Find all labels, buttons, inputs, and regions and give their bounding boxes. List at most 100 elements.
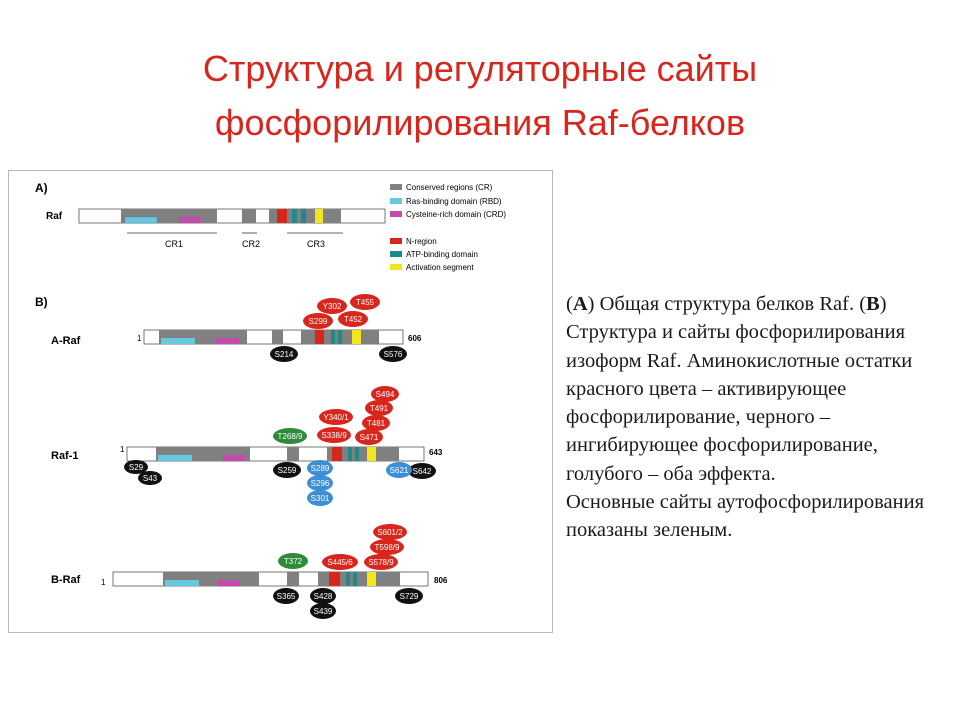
araf-site-s576: S576	[379, 346, 407, 362]
raf1-site-s29: S29	[124, 460, 148, 474]
svg-text:T455: T455	[356, 298, 375, 307]
braf-site-s428: S428	[310, 588, 336, 604]
svg-text:S576: S576	[384, 350, 403, 359]
caption-part-a: ) Общая структура белков Raf. (	[587, 293, 867, 315]
svg-text:S29: S29	[129, 463, 144, 472]
panel-a-label: A)	[35, 181, 48, 195]
svg-text:S301: S301	[311, 494, 330, 503]
raf1-site-s621: S621	[386, 462, 412, 478]
n-region	[277, 209, 287, 223]
raf1-site-s471: S471	[355, 429, 383, 445]
braf-site-s601: S601/2	[373, 524, 407, 540]
cr3-label: CR3	[307, 239, 325, 249]
svg-text:S439: S439	[314, 607, 333, 616]
braf-site-t598: T598/9	[370, 539, 404, 555]
svg-text:S214: S214	[275, 350, 294, 359]
raf1-site-s259: S259	[273, 462, 301, 478]
atp-binding-1	[292, 209, 297, 223]
svg-text:T452: T452	[344, 315, 363, 324]
raf1-site-s296: S296	[307, 475, 333, 491]
raf1-site-t268: T268/9	[273, 428, 307, 444]
activation-segment	[315, 209, 323, 223]
braf-rbd	[165, 580, 199, 586]
raf1-site-y340: Y340/1	[319, 409, 353, 425]
legend-swatch-atp	[390, 251, 402, 257]
svg-text:S601/2: S601/2	[377, 528, 403, 537]
braf-start: 1	[101, 578, 106, 587]
raf-diagram: A) Raf CR1 CR2 CR3 Conserved regions (CR…	[35, 181, 506, 619]
raf1-site-t481: T481	[362, 415, 390, 431]
svg-text:S259: S259	[278, 466, 297, 475]
raf1-site-s494: S494	[371, 386, 399, 402]
araf-site-s214: S214	[270, 346, 298, 362]
svg-text:S299: S299	[309, 317, 328, 326]
svg-text:S43: S43	[143, 474, 158, 483]
raf1-start: 1	[120, 445, 125, 454]
raf1-n-region	[332, 447, 342, 461]
svg-text:S296: S296	[311, 479, 330, 488]
raf1-cr2	[287, 447, 299, 461]
legend-label-crd: Cysteine-rich domain (CRD)	[406, 210, 506, 219]
svg-text:T372: T372	[284, 557, 303, 566]
svg-text:T268/9: T268/9	[278, 432, 303, 441]
crd-domain	[179, 217, 201, 223]
braf-activation	[367, 572, 376, 586]
legend-swatch-activation	[390, 264, 402, 270]
araf-atp-2	[338, 330, 342, 344]
braf-end: 806	[434, 576, 448, 585]
legend-label-cr: Conserved regions (CR)	[406, 183, 493, 192]
svg-text:T491: T491	[370, 404, 389, 413]
legend-swatch-cr	[390, 184, 402, 190]
araf-bar	[143, 329, 404, 345]
caption-part-c: Основные сайты аутофосфорилирования пока…	[566, 491, 925, 542]
braf-site-s445: S445/6	[322, 554, 358, 570]
legend-label-activation: Activation segment	[406, 263, 474, 272]
raf1-atp-1	[348, 447, 352, 461]
braf-crd	[218, 580, 240, 586]
legend-swatch-rbd	[390, 198, 402, 204]
legend-label-rbd: Ras-binding domain (RBD)	[406, 197, 502, 206]
raf1-cr3	[327, 447, 399, 461]
svg-text:S621: S621	[390, 466, 409, 475]
raf1-site-s642: S642	[408, 463, 436, 479]
raf1-activation	[367, 447, 376, 461]
araf-site-t455: T455	[350, 294, 380, 310]
raf1-rbd	[158, 455, 192, 461]
araf-end: 606	[408, 334, 422, 343]
raf1-site-s289: S289	[307, 460, 333, 476]
legend-label-n-region: N-region	[406, 237, 437, 246]
araf-n-region	[315, 330, 324, 344]
raf1-site-s43: S43	[138, 471, 162, 485]
araf-activation	[352, 330, 361, 344]
raf1-site-t491: T491	[365, 400, 393, 416]
svg-text:Y302: Y302	[323, 302, 342, 311]
legend-label-atp: ATP-binding domain	[406, 250, 478, 259]
araf-atp-1	[331, 330, 335, 344]
legend: Conserved regions (CR) Ras-binding domai…	[390, 183, 506, 272]
figure-caption: (А) Общая структура белков Raf. (В) Стру…	[566, 290, 956, 545]
svg-text:S338/9: S338/9	[321, 431, 347, 440]
caption-letter-a: А	[572, 293, 588, 315]
svg-text:S729: S729	[400, 592, 419, 601]
araf-site-y302: Y302	[317, 298, 347, 314]
araf-crd	[215, 338, 239, 344]
cr1-label: CR1	[165, 239, 183, 249]
rbd-domain	[124, 216, 158, 224]
raf1-site-s301: S301	[307, 490, 333, 506]
cr2-label: CR2	[242, 239, 260, 249]
caption-paren-a: (	[566, 293, 573, 315]
braf-n-region	[329, 572, 340, 586]
raf-structure-figure: A) Raf CR1 CR2 CR3 Conserved regions (CR…	[8, 170, 553, 633]
svg-text:S365: S365	[277, 592, 296, 601]
title-line-2: фосфорилирования Raf-белков	[214, 102, 746, 143]
svg-text:S471: S471	[360, 433, 379, 442]
raf1-bar	[126, 446, 425, 462]
braf-site-s365: S365	[273, 588, 299, 604]
araf-label: A-Raf	[51, 335, 81, 347]
slide-title: Структура и регуляторные сайты фосфорили…	[60, 42, 900, 150]
raf1-atp-2	[355, 447, 359, 461]
araf-start: 1	[137, 334, 142, 343]
braf-site-s578: S578/9	[364, 554, 398, 570]
panel-b-label: B)	[35, 295, 48, 309]
svg-text:T598/9: T598/9	[375, 543, 400, 552]
